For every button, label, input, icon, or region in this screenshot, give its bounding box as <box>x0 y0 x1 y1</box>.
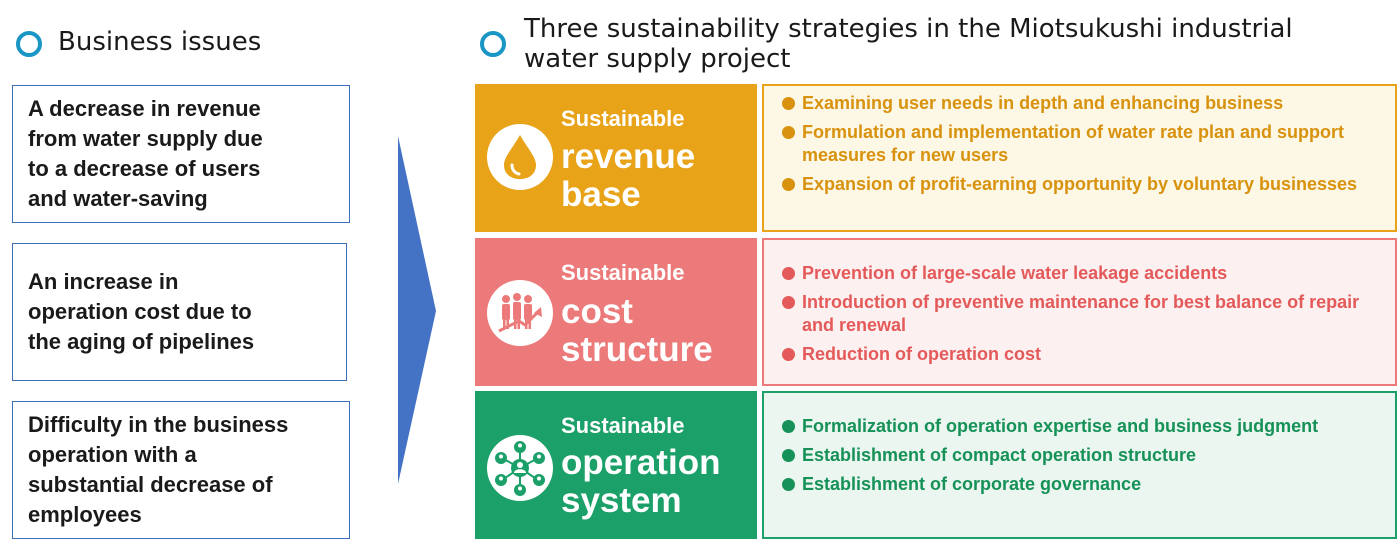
right-heading-line1: Three sustainability strategies in the M… <box>524 14 1293 44</box>
issue-line: Difficulty in the business <box>28 412 289 437</box>
list-item: Examining user needs in depth and enhanc… <box>782 92 1381 115</box>
issue-box-revenue: A decrease in revenue from water supply … <box>12 85 350 223</box>
list-item: Establishment of corporate governance <box>782 473 1381 496</box>
strategy-cost-items: Prevention of large-scale water leakage … <box>762 238 1397 386</box>
strategy-revenue-line1: revenue <box>561 137 696 176</box>
issue-line: A decrease in revenue <box>28 96 261 121</box>
list-item: Formalization of operation expertise and… <box>782 415 1381 438</box>
right-heading: Three sustainability strategies in the M… <box>524 14 1293 74</box>
strategy-revenue-panel: Sustainable revenue base <box>475 84 757 232</box>
people-growth-icon <box>498 293 542 333</box>
issue-line: operation with a <box>28 442 197 467</box>
strategy-revenue-line2: base <box>561 175 641 214</box>
issue-line: operation cost due to <box>28 299 252 324</box>
strategy-cost-panel: Sustainable cost structure <box>475 238 757 386</box>
issue-line: and water-saving <box>28 186 208 211</box>
left-heading-circle-icon <box>16 31 42 57</box>
issue-line: the aging of pipelines <box>28 329 255 354</box>
list-item: Formulation and implementation of water … <box>782 121 1381 167</box>
right-heading-circle-icon <box>480 31 506 57</box>
network-people-icon-circle <box>487 435 553 501</box>
strategy-operation-panel: Sustainable operation system <box>475 391 757 539</box>
issue-line: to a decrease of users <box>28 156 261 181</box>
issue-line: substantial decrease of <box>28 472 273 497</box>
strategy-cost-top: Sustainable <box>561 260 685 285</box>
list-item: Expansion of profit-earning opportunity … <box>782 173 1381 196</box>
strategy-cost-line2: structure <box>561 330 713 369</box>
water-drop-icon <box>504 135 536 179</box>
list-item: Reduction of operation cost <box>782 343 1381 366</box>
strategy-operation-line2: system <box>561 481 682 520</box>
strategy-revenue-top: Sustainable <box>561 106 685 131</box>
list-item: Establishment of compact operation struc… <box>782 444 1381 467</box>
list-item: Prevention of large-scale water leakage … <box>782 262 1381 285</box>
issue-line: employees <box>28 502 142 527</box>
people-growth-icon-circle <box>487 280 553 346</box>
strategy-operation-line1: operation <box>561 443 721 482</box>
left-heading: Business issues <box>58 27 262 57</box>
strategy-revenue-items: Examining user needs in depth and enhanc… <box>762 84 1397 232</box>
issue-line: An increase in <box>28 269 179 294</box>
issue-line: from water supply due <box>28 126 263 151</box>
flow-arrow-icon <box>398 136 436 484</box>
right-heading-line2: water supply project <box>524 44 791 74</box>
issue-box-employees: Difficulty in the business operation wit… <box>12 401 350 539</box>
strategy-cost-line1: cost <box>561 292 633 331</box>
issue-box-cost: An increase in operation cost due to the… <box>12 243 347 381</box>
strategy-operation-items: Formalization of operation expertise and… <box>762 391 1397 539</box>
water-drop-icon-circle <box>487 124 553 190</box>
strategy-operation-top: Sustainable <box>561 413 685 438</box>
list-item: Introduction of preventive maintenance f… <box>782 291 1381 337</box>
network-people-icon <box>495 441 545 496</box>
